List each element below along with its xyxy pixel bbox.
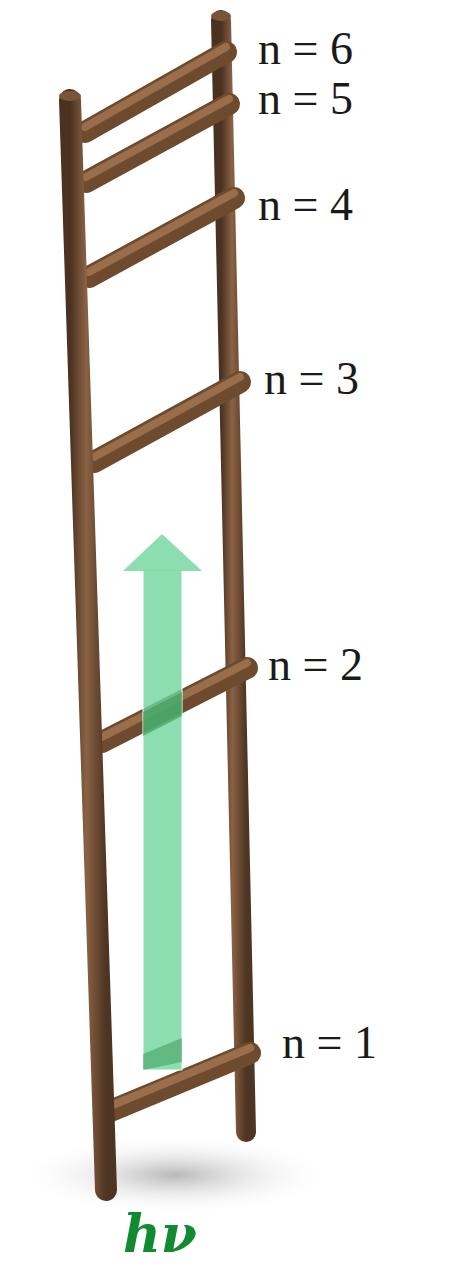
- ladder-rail: [70, 100, 106, 1190]
- energy-level-label: n = 5: [258, 76, 353, 122]
- energy-level-label: n = 4: [258, 182, 353, 228]
- ladder-rail: [221, 20, 246, 1132]
- excitation-arrow: [123, 534, 202, 1070]
- energy-level-label: n = 3: [264, 356, 359, 402]
- energy-level-label: n = 6: [258, 26, 353, 72]
- floor-shadow: [15, 1135, 335, 1215]
- rail-top: [211, 11, 231, 21]
- ladder-rungs: [85, 47, 250, 1112]
- photon-energy-label: hν: [123, 1208, 197, 1260]
- rail-top: [59, 91, 81, 101]
- energy-level-label: n = 1: [282, 1020, 377, 1066]
- energy-level-label: n = 2: [268, 642, 363, 688]
